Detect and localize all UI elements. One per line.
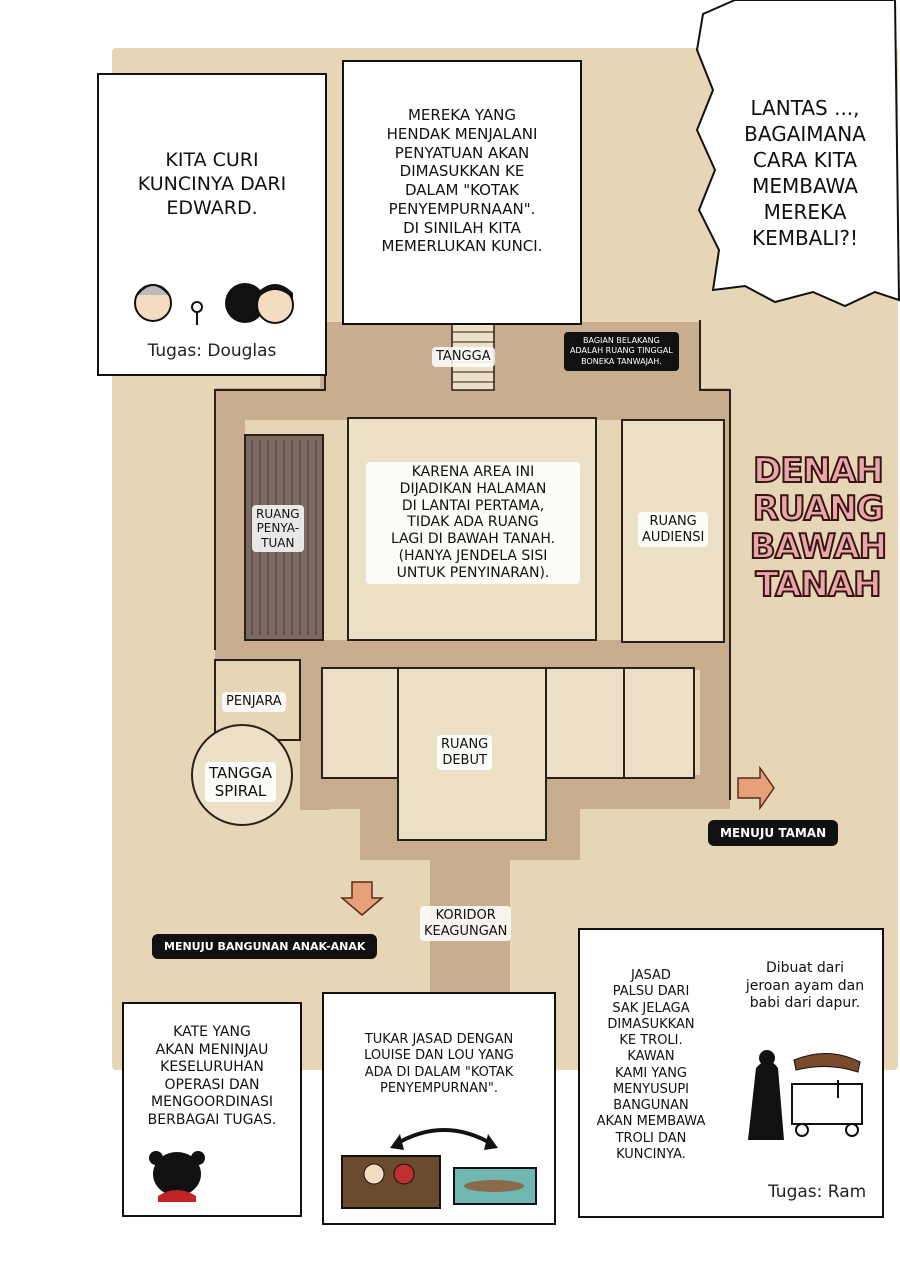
label-to-children-building: MENUJU BANGUNAN ANAK-ANAK — [152, 934, 378, 959]
label-center-note: KARENA AREA INI DIJADIKAN HALAMAN DI LAN… — [366, 462, 580, 584]
label-spiral-stairs: TANGGA SPIRAL — [205, 762, 276, 802]
label-debut-room: RUANG DEBUT — [437, 735, 493, 771]
label-prison: PENJARA — [222, 692, 286, 712]
task-douglas: Tugas: Douglas — [147, 341, 277, 361]
panel-kate-text: KATE YANG AKAN MENINJAU KESELURUHAN OPER… — [147, 1024, 277, 1128]
panel-unification-text: MEREKA YANG HENDAK MENJALANI PENYATUAN A… — [381, 106, 543, 256]
label-unification-room: RUANG PENYA- TUAN — [252, 505, 304, 553]
panel-kate: KATE YANG AKAN MENINJAU KESELURUHAN OPER… — [122, 1002, 302, 1217]
map-title: DENAH RUANG BAWAH TANAH — [749, 451, 888, 606]
panel-ram-text: JASAD PALSU DARI SAK JELAGA DIMASUKKAN K… — [596, 968, 706, 1162]
panel-swap: TUKAR JASAD DENGAN LOUISE DAN LOU YANG A… — [322, 992, 556, 1225]
characters-key-icon — [134, 283, 294, 325]
speech-bubble-text: LANTAS ..., BAGAIMANA CARA KITA MEMBAWA … — [744, 96, 866, 250]
panel-swap-text: TUKAR JASAD DENGAN LOUISE DAN LOU YANG A… — [364, 1032, 514, 1096]
panel-unification: MEREKA YANG HENDAK MENJALANI PENYATUAN A… — [342, 60, 582, 325]
panel-steal-key: KITA CURI KUNCINYA DARI EDWARD. Tugas: D… — [97, 73, 327, 376]
label-back-note: BAGIAN BELAKANG ADALAH RUANG TINGGAL BON… — [564, 332, 679, 372]
label-audience-room: RUANG AUDIENSI — [638, 512, 709, 548]
dark-room-texture — [251, 440, 317, 635]
swap-illustration-icon — [341, 1128, 537, 1209]
speech-bubble-shape — [695, 0, 900, 308]
panel-ram-note: Dibuat dari jeroan ayam dan babi dari da… — [745, 960, 865, 1011]
task-ram: Tugas: Ram — [768, 1182, 867, 1202]
label-to-garden: MENUJU TAMAN — [708, 820, 839, 846]
panel-ram: JASAD PALSU DARI SAK JELAGA DIMASUKKAN K… — [578, 928, 884, 1218]
trolley-illustration-icon — [748, 1050, 863, 1140]
label-stairs: TANGGA — [432, 347, 495, 367]
panel-steal-key-text: KITA CURI KUNCINYA DARI EDWARD. — [137, 149, 287, 219]
arrow-right-icon — [737, 765, 775, 811]
label-grand-corridor: KORIDOR KEAGUNGAN — [420, 906, 512, 942]
arrow-down-icon — [339, 881, 385, 916]
kate-silhouette-icon — [149, 1151, 205, 1202]
